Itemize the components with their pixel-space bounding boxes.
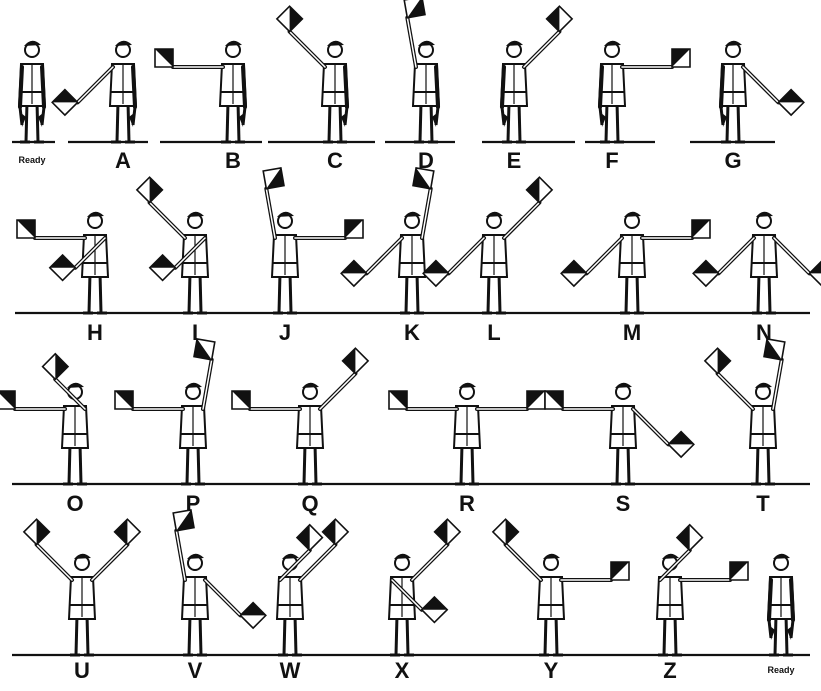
signal-label-l: L (464, 322, 524, 344)
signal-label-x: X (372, 660, 432, 682)
signal-label-n: N (734, 322, 794, 344)
semaphore-figure-ready (19, 41, 45, 142)
signal-label-z: Z (640, 660, 700, 682)
signal-label-q: Q (280, 493, 340, 515)
semaphore-figure-w (277, 519, 348, 655)
signal-label-g: G (703, 150, 763, 172)
signal-label-ready: Ready (2, 156, 62, 165)
semaphore-figure-o (0, 354, 88, 484)
semaphore-figure-s (545, 383, 694, 484)
signal-label-s: S (593, 493, 653, 515)
signal-label-e: E (484, 150, 544, 172)
semaphore-figure-e (501, 6, 572, 142)
signal-label-t: T (733, 493, 793, 515)
signal-label-d: D (396, 150, 456, 172)
semaphore-figure-ready (768, 554, 794, 655)
semaphore-figure-d (404, 0, 439, 142)
signal-label-v: V (165, 660, 225, 682)
signal-label-h: H (65, 322, 125, 344)
signal-label-m: M (602, 322, 662, 344)
signal-label-c: C (305, 150, 365, 172)
signal-label-u: U (52, 660, 112, 682)
semaphore-figure-b (155, 41, 246, 142)
semaphore-figure-j (263, 168, 363, 313)
semaphore-figure-y (493, 519, 629, 655)
signal-label-y: Y (521, 660, 581, 682)
semaphore-figure-z (657, 525, 748, 655)
semaphore-figure-t (705, 339, 785, 484)
signal-label-b: B (203, 150, 263, 172)
signal-label-p: P (163, 493, 223, 515)
semaphore-figure-q (232, 348, 368, 484)
semaphore-figure-v (173, 510, 266, 655)
semaphore-figure-i (137, 177, 208, 313)
semaphore-figure-k (341, 168, 434, 313)
semaphore-figure-l (423, 177, 552, 313)
semaphore-figure-c (277, 6, 348, 142)
semaphore-figure-h (17, 212, 108, 313)
signal-label-j: J (255, 322, 315, 344)
signal-label-i: I (165, 322, 225, 344)
signal-label-r: R (437, 493, 497, 515)
signal-label-o: O (45, 493, 105, 515)
semaphore-figure-u (24, 519, 140, 655)
signal-label-f: F (582, 150, 642, 172)
semaphore-figure-a (52, 41, 136, 142)
signal-label-a: A (93, 150, 153, 172)
signal-label-k: K (382, 322, 442, 344)
signal-label-w: W (260, 660, 320, 682)
semaphore-figure-n (693, 212, 821, 313)
semaphore-figure-g (720, 41, 804, 142)
semaphore-figure-x (389, 519, 460, 655)
semaphore-figure-p (115, 339, 215, 484)
signal-label-ready: Ready (751, 666, 811, 675)
semaphore-figure-f (599, 41, 690, 142)
semaphore-figure-r (389, 383, 545, 484)
semaphore-figure-m (561, 212, 710, 313)
